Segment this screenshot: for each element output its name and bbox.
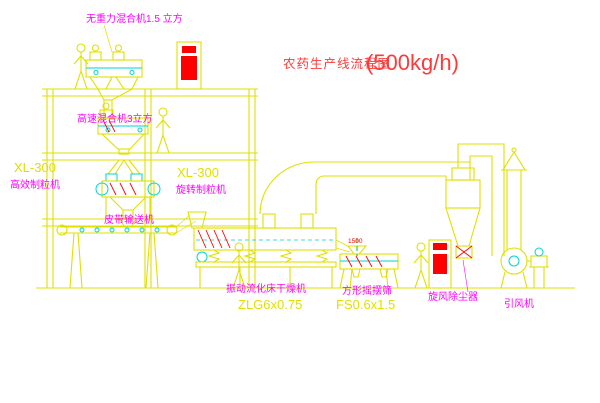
fluid-bed-dryer <box>187 211 351 288</box>
granulator-left-name-label: 高效制粒机 <box>10 178 60 191</box>
granulator <box>95 173 161 219</box>
diagram-labels: 无重力混合机1.5 立方 农药生产线流程图 (500kg/h) 高速混合机3立方… <box>10 12 534 312</box>
sieve-dimension-label: 1500 <box>348 238 363 245</box>
sieve-model-label: FS0.6x1.5 <box>336 297 395 312</box>
granulator-right-model-label: XL-300 <box>177 165 219 180</box>
worker-figure <box>155 107 171 154</box>
fan-label: 引风机 <box>504 297 534 310</box>
cyclone-label: 旋风除尘器 <box>428 290 478 303</box>
high-speed-mixer-label: 高速混合机3立方 <box>77 112 153 125</box>
cyclone-separator <box>445 167 481 293</box>
gravity-mixer <box>85 24 143 119</box>
sieve-label: 方形摇摆筛 <box>342 284 392 297</box>
belt-conveyor-label: 皮带输送机 <box>104 213 154 226</box>
exhaust-stack <box>501 147 527 250</box>
dryer-label: 振动流化床干燥机 <box>226 282 306 295</box>
granulator-left-model-label: XL-300 <box>14 160 56 175</box>
square-sieve <box>339 238 399 289</box>
exhaust-duct <box>259 161 471 215</box>
dryer-model-label: ZLG6x0.75 <box>238 297 302 312</box>
diagram-title: 农药生产线流程图 <box>283 56 391 71</box>
high-speed-mixer <box>97 102 149 155</box>
belt-conveyor <box>56 214 197 289</box>
worker-figure <box>413 242 429 289</box>
granulator-right-name-label: 旋转制粒机 <box>176 183 226 196</box>
top-mixer-label: 无重力混合机1.5 立方 <box>86 12 183 25</box>
control-cabinet-lower <box>428 239 452 289</box>
induced-draft-fan <box>500 247 549 289</box>
control-cabinet-upper <box>176 41 202 90</box>
diagram-capacity: (500kg/h) <box>366 50 459 75</box>
outlet-pipe <box>457 143 505 256</box>
y-chute <box>107 159 141 175</box>
building-frame <box>42 88 258 288</box>
